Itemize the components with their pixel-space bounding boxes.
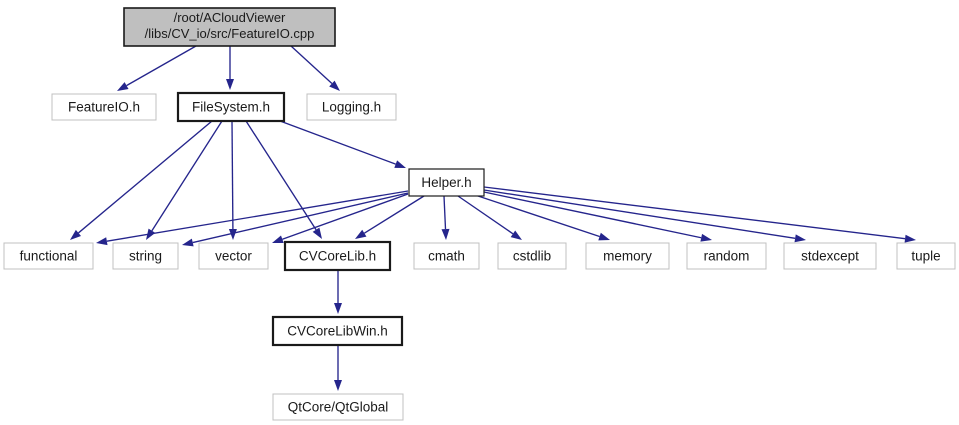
- node-layer: /root/ACloudViewer/libs/CV_io/src/Featur…: [3, 7, 956, 421]
- node-box: [497, 242, 567, 270]
- node-box: [585, 242, 670, 270]
- edge-filesystem-to-cvcorelib: [245, 120, 322, 239]
- node-box: [112, 242, 179, 270]
- node-label: string: [129, 249, 162, 264]
- edge-cvcorelibwin-to-qtglobal: [334, 345, 342, 391]
- node-label: /root/ACloudViewer/libs/CV_io/src/Featur…: [145, 10, 315, 41]
- edge-helper-to-cvcorelib: [355, 195, 425, 239]
- node-label: QtCore/QtGlobal: [288, 400, 389, 415]
- node-box: [3, 242, 94, 270]
- edge-filesystem-to-functional: [70, 120, 213, 240]
- node-label: Helper.h: [421, 175, 471, 190]
- node-label: functional: [20, 249, 78, 264]
- node-box: [283, 240, 392, 272]
- node-box: [306, 93, 397, 121]
- node-label: CVCoreLib.h: [299, 249, 376, 264]
- node-box: [783, 242, 877, 270]
- graph-node-filesystem[interactable]: FileSystem.h: [176, 91, 286, 123]
- graph-node-random[interactable]: random: [686, 242, 767, 270]
- node-box: [896, 242, 956, 270]
- node-box: [271, 315, 404, 347]
- node-label: tuple: [911, 249, 940, 264]
- node-label: FeatureIO.h: [68, 100, 140, 115]
- node-box: [413, 242, 480, 270]
- edge-cvcorelib-to-cvcorelibwin: [334, 270, 342, 314]
- edge-filesystem-to-string: [146, 120, 223, 240]
- edge-root-to-featureio: [117, 45, 197, 91]
- edge-filesystem-to-vector: [228, 120, 237, 240]
- node-box: [123, 7, 336, 47]
- node-box: [686, 242, 767, 270]
- node-label: CVCoreLibWin.h: [287, 324, 388, 339]
- edge-helper-to-memory: [471, 193, 610, 241]
- graph-node-qtglobal[interactable]: QtCore/QtGlobal: [272, 393, 404, 421]
- node-label: FileSystem.h: [192, 100, 270, 115]
- node-label: memory: [603, 249, 652, 264]
- node-box: [176, 91, 286, 123]
- graph-node-logging[interactable]: Logging.h: [306, 93, 397, 121]
- edge-root-to-logging: [290, 45, 340, 91]
- edge-helper-to-functional: [96, 190, 409, 246]
- node-label: Logging.h: [322, 100, 381, 115]
- graph-node-stdexcept[interactable]: stdexcept: [783, 242, 877, 270]
- node-box: [51, 93, 157, 121]
- graph-node-vector[interactable]: vector: [198, 242, 269, 270]
- edge-root-to-filesystem: [226, 46, 234, 90]
- edge-layer: [70, 45, 916, 391]
- graph-node-cvcorelibwin[interactable]: CVCoreLibWin.h: [271, 315, 404, 347]
- edge-helper-to-vector: [272, 193, 409, 244]
- edge-filesystem-to-helper: [271, 117, 406, 168]
- node-label: vector: [215, 249, 252, 264]
- graph-node-cmath[interactable]: cmath: [413, 242, 480, 270]
- graph-node-functional[interactable]: functional: [3, 242, 94, 270]
- node-label: cstdlib: [513, 249, 551, 264]
- graph-node-root[interactable]: /root/ACloudViewer/libs/CV_io/src/Featur…: [123, 7, 336, 47]
- edge-helper-to-string: [182, 192, 409, 247]
- node-box: [272, 393, 404, 421]
- node-label: cmath: [428, 249, 465, 264]
- edge-helper-to-stdexcept: [483, 189, 806, 243]
- graph-node-tuple[interactable]: tuple: [896, 242, 956, 270]
- graph-node-helper[interactable]: Helper.h: [408, 168, 485, 197]
- edge-helper-to-random: [483, 191, 712, 242]
- graph-node-memory[interactable]: memory: [585, 242, 670, 270]
- graph-node-cstdlib[interactable]: cstdlib: [497, 242, 567, 270]
- graph-node-string[interactable]: string: [112, 242, 179, 270]
- graph-node-featureio[interactable]: FeatureIO.h: [51, 93, 157, 121]
- edge-helper-to-cmath: [441, 195, 450, 240]
- edge-helper-to-tuple: [483, 186, 916, 243]
- node-label: stdexcept: [801, 249, 859, 264]
- graph-node-cvcorelib[interactable]: CVCoreLib.h: [283, 240, 392, 272]
- node-label: random: [704, 249, 750, 264]
- node-box: [198, 242, 269, 270]
- edge-helper-to-cstdlib: [457, 195, 522, 240]
- node-box: [408, 168, 485, 197]
